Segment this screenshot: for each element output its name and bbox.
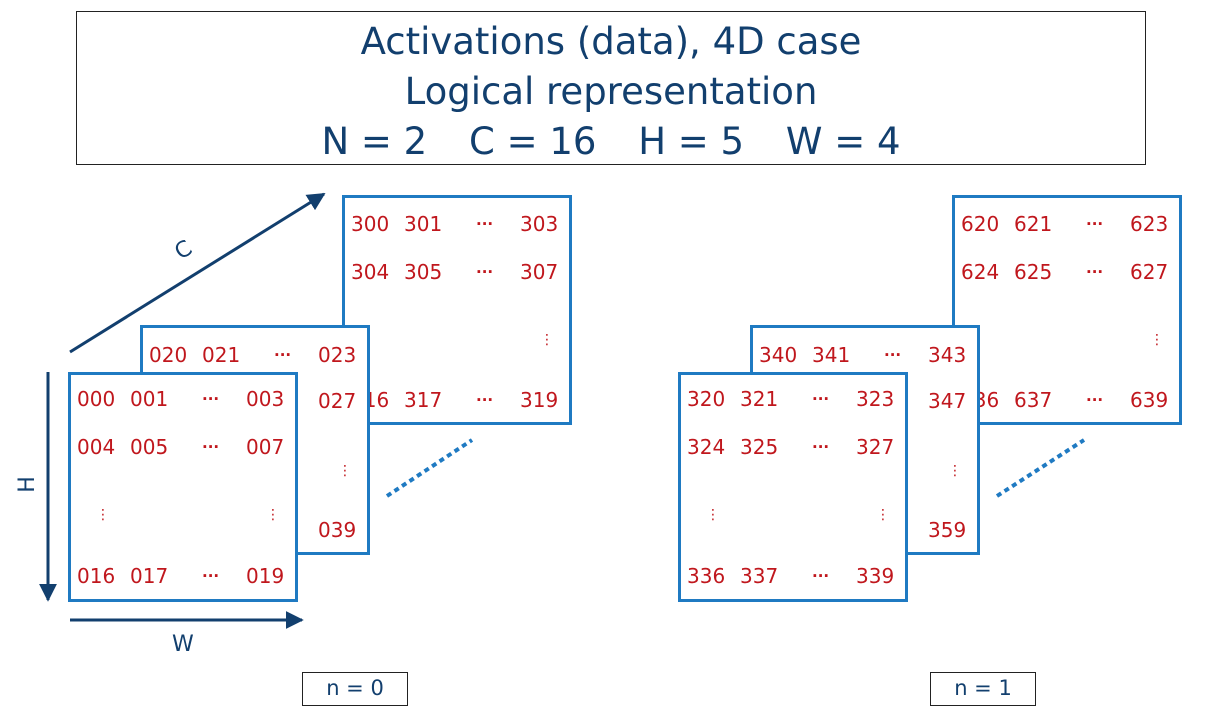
ellipsis: ···: [476, 263, 494, 281]
cell: 341: [812, 343, 851, 367]
h-axis-label: H: [14, 476, 40, 493]
cell: 005: [130, 435, 169, 459]
ellipsis: ···: [476, 215, 494, 233]
cell: 000: [77, 387, 116, 411]
cell: 340: [759, 343, 798, 367]
plane-n0-back: 300 301 ··· 303 304 305 ··· 307 ⋮ 316 31…: [342, 195, 572, 425]
cell: 621: [1014, 212, 1053, 236]
cell: 637: [1014, 388, 1053, 412]
cell: 007: [246, 435, 285, 459]
param-c: C = 16: [468, 120, 597, 163]
ellipsis: ···: [202, 438, 220, 456]
ellipsis: ···: [274, 346, 292, 364]
vertical-ellipsis: ⋮: [876, 507, 890, 523]
cell: 625: [1014, 260, 1053, 284]
ellipsis: ···: [1086, 391, 1104, 409]
cell: 039: [318, 518, 357, 542]
title-box: Activations (data), 4D case Logical repr…: [76, 11, 1146, 165]
plane-n0-front: 000 001 ··· 003 004 005 ··· 007 ⋮ ⋮ 016 …: [68, 372, 298, 602]
ellipsis: ···: [812, 438, 830, 456]
cell: 304: [351, 260, 390, 284]
vertical-ellipsis: ⋮: [96, 507, 110, 523]
cell: 623: [1130, 212, 1169, 236]
title-params: N = 2 C = 16 H = 5 W = 4: [77, 117, 1145, 167]
cell: 319: [520, 388, 559, 412]
batch-label-n0: n = 0: [302, 672, 408, 706]
cell: 327: [856, 435, 895, 459]
cell: 301: [404, 212, 443, 236]
ellipsis: ···: [476, 391, 494, 409]
ellipsis: ···: [202, 567, 220, 585]
cell: 343: [928, 343, 967, 367]
cell: 337: [740, 564, 779, 588]
cell: 303: [520, 212, 559, 236]
cell: 639: [1130, 388, 1169, 412]
vertical-ellipsis: ⋮: [540, 332, 554, 348]
title-line-2: Logical representation: [404, 70, 818, 113]
cell: 620: [961, 212, 1000, 236]
cell: 359: [928, 518, 967, 542]
ellipsis: ···: [1086, 263, 1104, 281]
vertical-ellipsis: ⋮: [338, 463, 352, 479]
cell: 627: [1130, 260, 1169, 284]
param-h: H = 5: [638, 120, 745, 163]
cell: 004: [77, 435, 116, 459]
cell: 317: [404, 388, 443, 412]
cell: 324: [687, 435, 726, 459]
cell: 300: [351, 212, 390, 236]
param-n: N = 2: [321, 120, 428, 163]
cell: 020: [149, 343, 188, 367]
cell: 021: [202, 343, 241, 367]
cell: 017: [130, 564, 169, 588]
vertical-ellipsis: ⋮: [706, 507, 720, 523]
ellipsis: ···: [202, 390, 220, 408]
cell: 016: [77, 564, 116, 588]
channel-continuation-dashes-n0: [385, 438, 474, 498]
cell: 027: [318, 389, 357, 413]
vertical-ellipsis: ⋮: [948, 463, 962, 479]
cell: 624: [961, 260, 1000, 284]
cell: 019: [246, 564, 285, 588]
plane-n1-front: 320 321 ··· 323 324 325 ··· 327 ⋮ ⋮ 336 …: [678, 372, 908, 602]
param-w: W = 4: [785, 120, 901, 163]
cell: 323: [856, 387, 895, 411]
title-line-1: Activations (data), 4D case: [360, 20, 862, 63]
c-axis-arrow: [69, 192, 326, 354]
cell: 023: [318, 343, 357, 367]
vertical-ellipsis: ⋮: [266, 507, 280, 523]
plane-n1-back: 620 621 ··· 623 624 625 ··· 627 ⋮ 636 63…: [952, 195, 1182, 425]
ellipsis: ···: [812, 390, 830, 408]
cell: 347: [928, 389, 967, 413]
cell: 305: [404, 260, 443, 284]
channel-continuation-dashes-n1: [995, 438, 1086, 498]
cell: 307: [520, 260, 559, 284]
cell: 003: [246, 387, 285, 411]
cell: 339: [856, 564, 895, 588]
vertical-ellipsis: ⋮: [1150, 332, 1164, 348]
w-axis-label: W: [172, 632, 194, 657]
cell: 321: [740, 387, 779, 411]
ellipsis: ···: [884, 346, 902, 364]
cell: 320: [687, 387, 726, 411]
cell: 336: [687, 564, 726, 588]
ellipsis: ···: [1086, 215, 1104, 233]
batch-label-n1: n = 1: [930, 672, 1036, 706]
cell: 001: [130, 387, 169, 411]
cell: 325: [740, 435, 779, 459]
ellipsis: ···: [812, 567, 830, 585]
